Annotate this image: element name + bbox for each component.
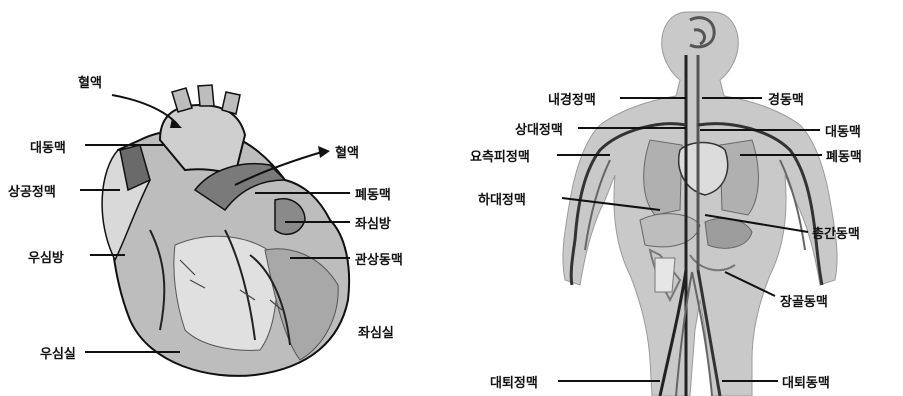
label-left-atrium: 좌심방 [355, 213, 391, 232]
label-internal-jugular-vein: 내경정맥 [548, 89, 596, 108]
label-superior-vena-cava: 상공정맥 [8, 181, 56, 200]
label-aorta: 대동맥 [30, 137, 66, 156]
label-superior-vena-cava-body: 상대정맥 [515, 119, 563, 138]
label-pulmonary-artery-body: 폐동맥 [826, 146, 862, 165]
label-right-ventricle: 우심실 [40, 343, 76, 362]
label-right-atrium: 우심방 [28, 247, 64, 266]
label-common-hepatic-artery: 총간동맥 [812, 223, 860, 242]
label-left-ventricle: 좌심실 [358, 322, 394, 341]
label-femoral-artery: 대퇴동맥 [782, 372, 830, 391]
label-coronary-artery: 관상동맥 [355, 249, 403, 268]
label-pulmonary-artery: 폐동맥 [355, 184, 391, 203]
label-aorta-body: 대동맥 [825, 121, 861, 140]
label-carotid-artery: 경동맥 [768, 89, 804, 108]
label-iliac-artery: 장골동맥 [780, 291, 828, 310]
label-blood-out: 혈액 [335, 142, 359, 161]
label-cephalic-vein: 요측피정맥 [470, 146, 530, 165]
label-blood-in: 혈액 [78, 72, 102, 91]
label-femoral-vein: 대퇴정맥 [490, 372, 538, 391]
label-inferior-vena-cava: 하대정맥 [478, 189, 526, 208]
heart-illustration [102, 85, 349, 376]
